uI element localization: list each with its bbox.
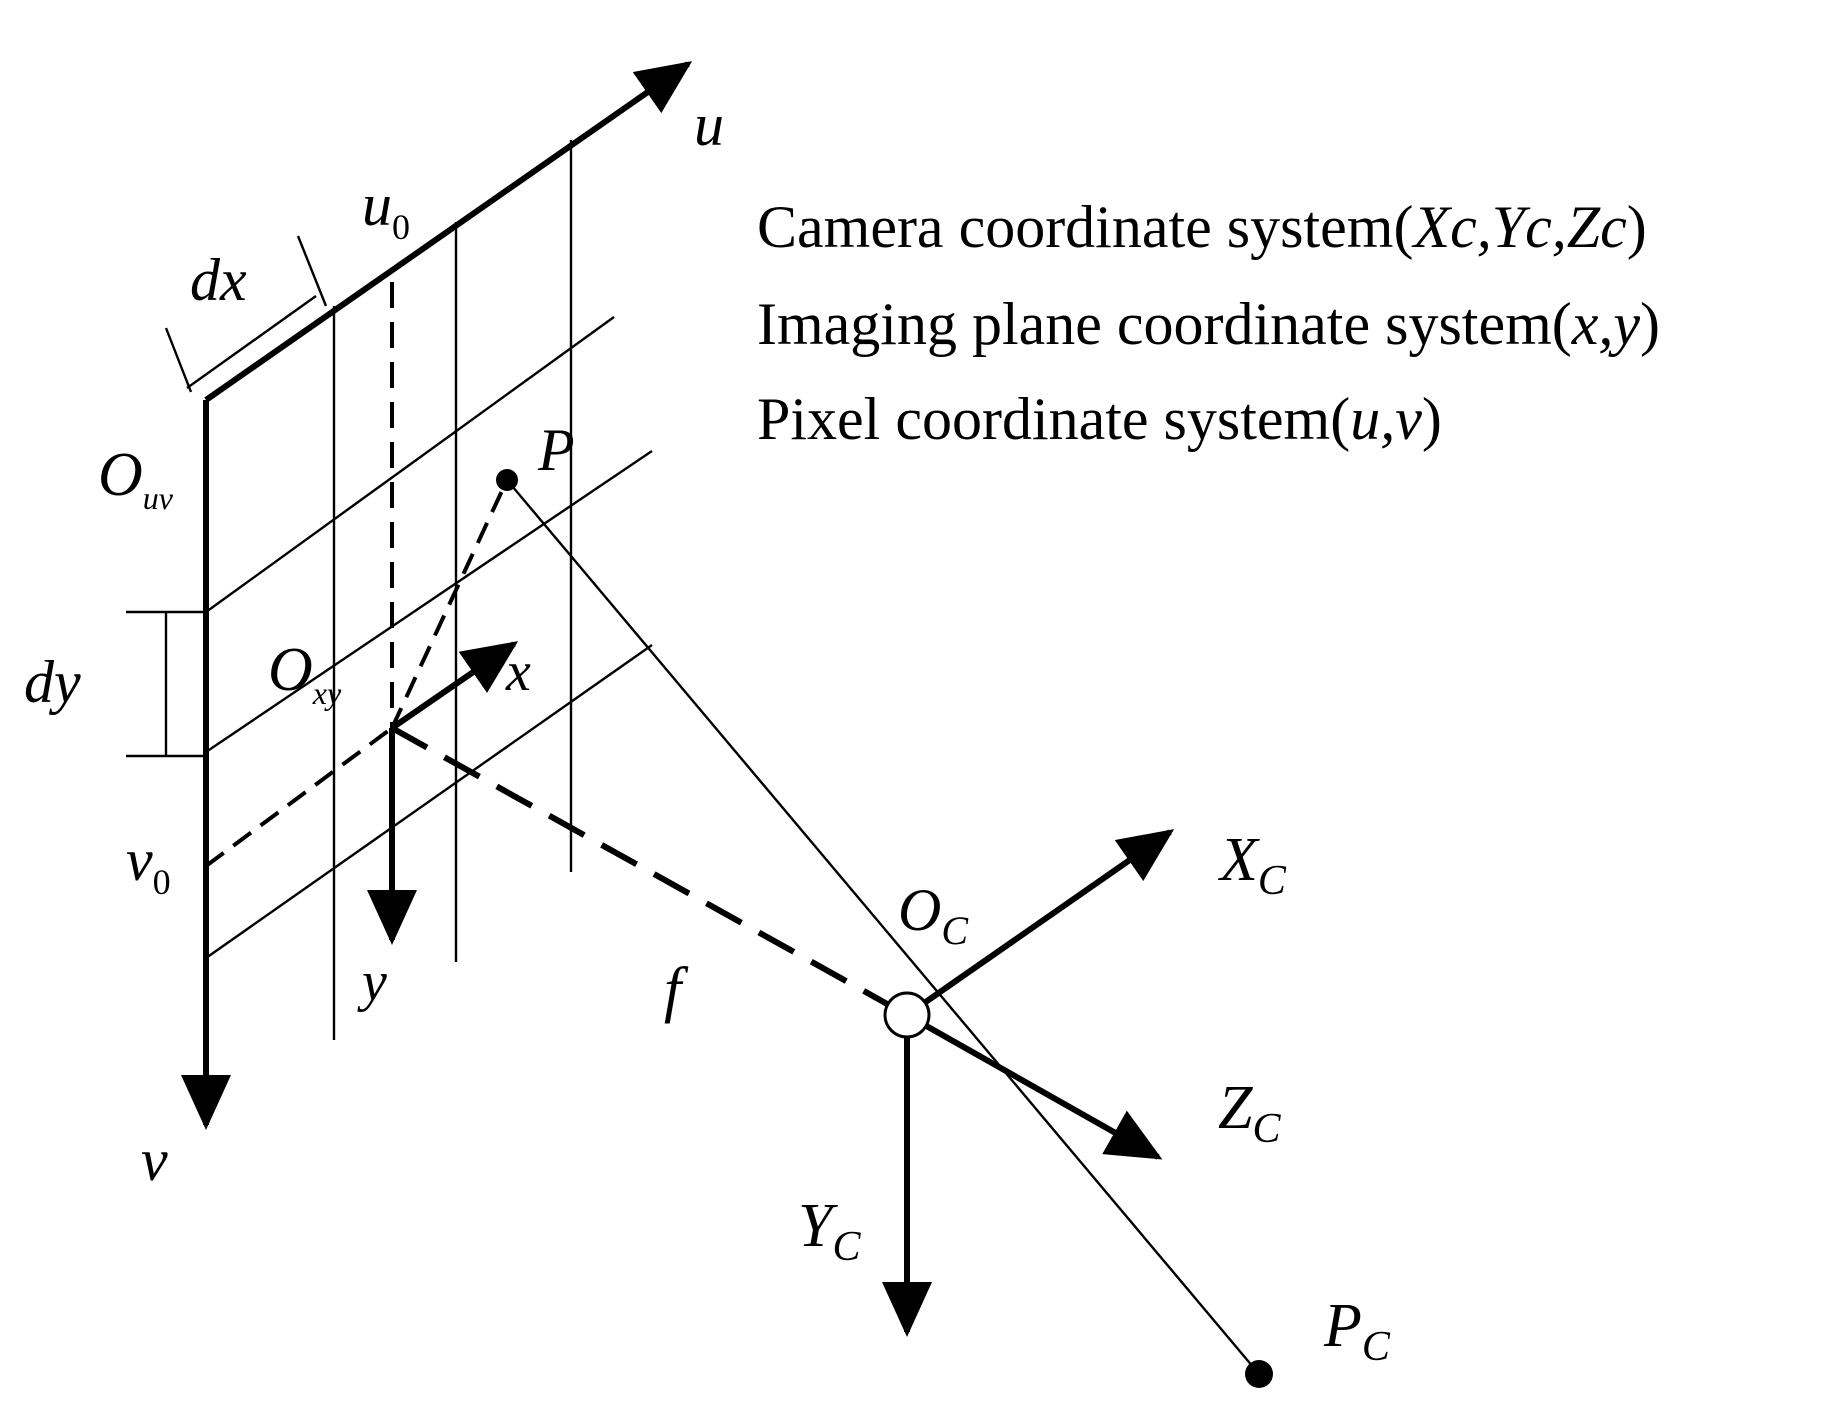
label-pc: PC: [1323, 1292, 1391, 1370]
label-oxy: Oxy: [268, 636, 342, 711]
legend: Camera coordinate system(Xc,Yc,Zc) Imagi…: [757, 194, 1660, 452]
legend-camera: Camera coordinate system(Xc,Yc,Zc): [757, 194, 1647, 260]
pixel-axes: [181, 61, 693, 1130]
camera-axes: [882, 829, 1175, 1337]
label-x: x: [505, 641, 531, 703]
label-zc: ZC: [1218, 1074, 1281, 1152]
label-u: u: [694, 92, 724, 158]
u-axis: [204, 61, 693, 403]
point-pc: [1245, 1360, 1273, 1388]
legend-pixel: Pixel coordinate system(u,v): [757, 386, 1442, 452]
label-y: y: [357, 951, 387, 1013]
dx-dimension: [164, 235, 328, 393]
label-f: f: [664, 956, 689, 1024]
optical-center-oc: [883, 991, 931, 1039]
label-dx: dx: [190, 247, 247, 313]
zc-axis: [905, 1012, 1163, 1160]
xc-axis: [905, 829, 1175, 1018]
projection-ray: [506, 479, 1260, 1375]
v0-dashed-line: [204, 726, 394, 868]
label-xc: XC: [1217, 826, 1287, 904]
legend-imaging: Imaging plane coordinate system(x,y): [757, 291, 1660, 357]
label-v: v: [141, 1127, 168, 1193]
x-axis: [390, 641, 519, 731]
label-dy: dy: [24, 649, 81, 715]
grid-row-line: [205, 316, 615, 613]
label-u0: u0: [362, 172, 410, 247]
label-ouv: Ouv: [98, 441, 174, 516]
focal-length-line: [390, 725, 909, 1018]
dy-dimension: [126, 610, 206, 758]
oxy-to-p-dashed-line: [390, 479, 509, 729]
image-plane-grid: [205, 140, 653, 1040]
grid-row-line: [205, 644, 653, 959]
label-yc: YC: [798, 1192, 861, 1270]
point-p: [496, 469, 518, 491]
label-p: P: [537, 417, 575, 483]
label-oc: OC: [898, 877, 969, 953]
label-v0: v0: [126, 827, 171, 902]
grid-row-line: [205, 450, 653, 753]
